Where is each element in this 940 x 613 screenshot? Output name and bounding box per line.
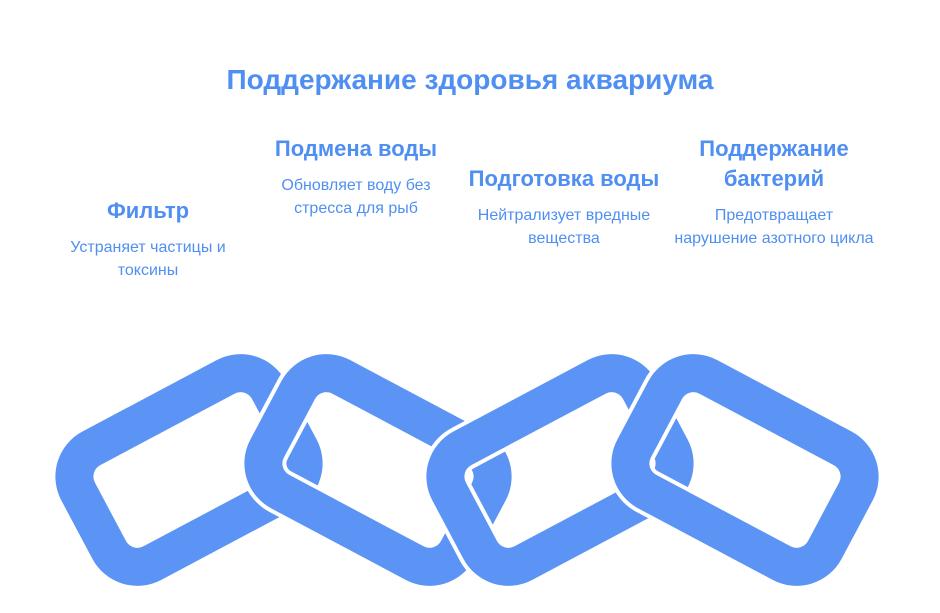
step-heading: Подмена воды bbox=[274, 136, 438, 161]
step-filter: Фильтр Устраняет частицы и токсины bbox=[48, 196, 248, 282]
step-heading: Фильтр bbox=[106, 198, 190, 223]
step-description: Устраняет частицы и токсины bbox=[70, 239, 226, 279]
chain-link-4 bbox=[607, 350, 883, 590]
diagram-title: Поддержание здоровья аквариума bbox=[226, 64, 714, 95]
step-description: Нейтрализует вредные вещества bbox=[477, 207, 651, 247]
step-water-change: Подмена воды Обновляет воду без стресса … bbox=[256, 134, 456, 220]
step-heading: Поддержание бактерий bbox=[699, 136, 849, 191]
step-water-conditioning: Подготовка воды Нейтрализует вредные вещ… bbox=[464, 164, 664, 250]
step-heading: Подготовка воды bbox=[468, 166, 660, 191]
step-description: Предотвращает нарушение азотного цикла bbox=[674, 207, 874, 247]
step-bacteria: Поддержание бактерий Предотвращает наруш… bbox=[674, 134, 874, 250]
step-description: Обновляет воду без стресса для рыб bbox=[281, 177, 431, 217]
